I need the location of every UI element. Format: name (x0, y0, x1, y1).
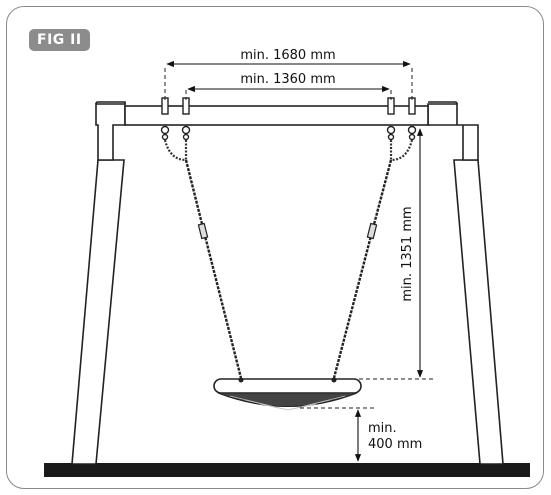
left-leg (71, 103, 126, 465)
clearance-label-line2: 400 mm (368, 437, 422, 452)
outer-width-label: min. 1680 mm (240, 48, 335, 63)
height-dimension (345, 128, 434, 380)
clearance-dimension (300, 407, 376, 462)
left-corner-joint (95, 101, 126, 105)
figure-label: FIG II (29, 29, 90, 51)
top-beam (124, 105, 429, 126)
rope-adjusters (197, 222, 378, 240)
ropes (184, 159, 393, 379)
ground (44, 463, 530, 477)
height-label: min. 1351 mm (400, 206, 415, 301)
inner-width-dimension (185, 85, 392, 100)
nest-seat (213, 377, 362, 411)
inner-width-label: min. 1360 mm (240, 72, 335, 87)
chains (163, 139, 414, 162)
right-leg (427, 103, 504, 465)
right-corner-joint (428, 101, 458, 105)
outer-width-dimension (164, 60, 413, 100)
clearance-label-line1: min. (368, 421, 397, 436)
